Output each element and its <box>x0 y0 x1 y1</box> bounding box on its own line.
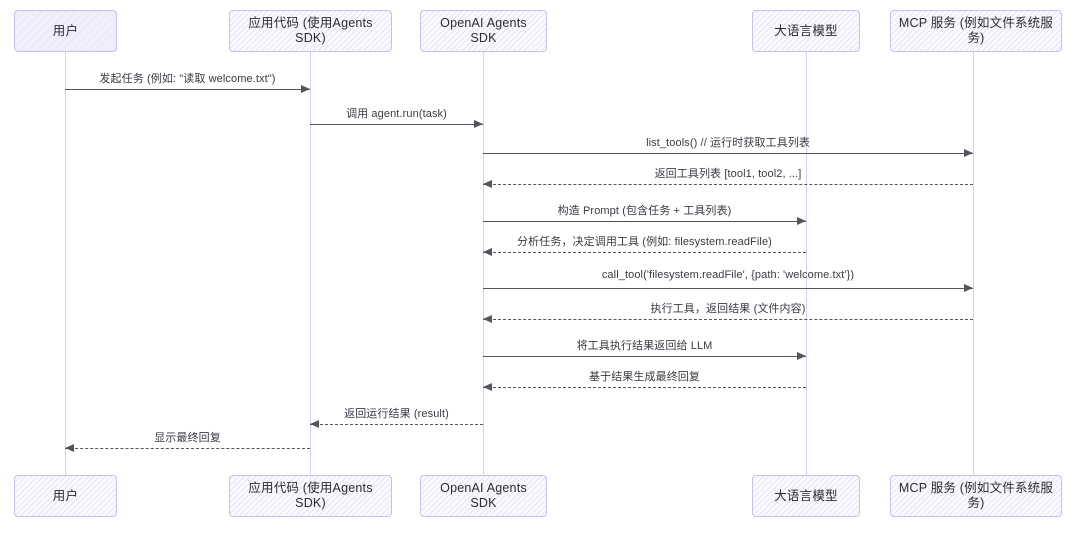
footer-actor-label-user: 用户 <box>52 488 79 503</box>
message-label-m12: 显示最终回复 <box>154 432 221 444</box>
message-label-m10: 基于结果生成最终回复 <box>589 371 700 383</box>
message-label-m8: 执行工具，返回结果 (文件内容) <box>650 303 806 315</box>
message-line-m6 <box>483 252 806 253</box>
footer-actor-label-app: 应用代码 (使用Agents SDK) <box>248 481 373 510</box>
arrowhead-m1 <box>301 85 310 93</box>
message-line-m9 <box>483 356 806 357</box>
footer-actor-label-sdk: OpenAI Agents SDK <box>440 481 527 510</box>
footer-actor-label-llm: 大语言模型 <box>774 488 838 503</box>
message-label-m6: 分析任务，决定调用工具 (例如: filesystem.readFile) <box>517 236 772 248</box>
arrowhead-m11 <box>310 420 319 428</box>
lifeline-sdk <box>483 52 484 475</box>
footer-actor-label-mcp: MCP 服务 (例如文件系统服务) <box>898 481 1054 510</box>
message-line-m3 <box>483 153 973 154</box>
header-actor-box-app[interactable]: 应用代码 (使用Agents SDK) <box>229 10 392 52</box>
arrowhead-m9 <box>797 352 806 360</box>
message-line-m7 <box>483 288 973 289</box>
message-line-m8 <box>483 319 973 320</box>
footer-actor-box-user[interactable]: 用户 <box>14 475 117 517</box>
message-label-m2: 调用 agent.run(task) <box>346 108 447 120</box>
header-actor-box-sdk[interactable]: OpenAI Agents SDK <box>420 10 547 52</box>
message-line-m4 <box>483 184 973 185</box>
header-actor-label-user: 用户 <box>52 23 79 38</box>
arrowhead-m8 <box>483 315 492 323</box>
header-actor-box-mcp[interactable]: MCP 服务 (例如文件系统服务) <box>890 10 1062 52</box>
message-label-m1: 发起任务 (例如: "读取 welcome.txt") <box>99 73 276 85</box>
header-actor-label-sdk: OpenAI Agents SDK <box>440 16 527 45</box>
footer-actor-box-llm[interactable]: 大语言模型 <box>752 475 860 517</box>
message-label-m11: 返回运行结果 (result) <box>344 408 449 420</box>
message-line-m5 <box>483 221 806 222</box>
lifeline-user <box>65 52 66 475</box>
arrowhead-m2 <box>474 120 483 128</box>
arrowhead-m3 <box>964 149 973 157</box>
message-label-m4: 返回工具列表 [tool1, tool2, ...] <box>654 168 802 180</box>
footer-actor-box-sdk[interactable]: OpenAI Agents SDK <box>420 475 547 517</box>
arrowhead-m6 <box>483 248 492 256</box>
message-label-m9: 将工具执行结果返回给 LLM <box>576 340 713 352</box>
message-line-m2 <box>310 124 483 125</box>
header-actor-box-user[interactable]: 用户 <box>14 10 117 52</box>
message-label-m3: list_tools() // 运行时获取工具列表 <box>646 137 810 149</box>
arrowhead-m12 <box>65 444 74 452</box>
header-actor-label-mcp: MCP 服务 (例如文件系统服务) <box>898 16 1054 45</box>
arrowhead-m5 <box>797 217 806 225</box>
header-actor-box-llm[interactable]: 大语言模型 <box>752 10 860 52</box>
lifeline-llm <box>806 52 807 475</box>
footer-actor-box-app[interactable]: 应用代码 (使用Agents SDK) <box>229 475 392 517</box>
arrowhead-m4 <box>483 180 492 188</box>
message-line-m11 <box>310 424 483 425</box>
header-actor-label-llm: 大语言模型 <box>774 23 838 38</box>
lifeline-app <box>310 52 311 475</box>
message-line-m1 <box>65 89 310 90</box>
message-line-m10 <box>483 387 806 388</box>
lifeline-mcp <box>973 52 974 475</box>
header-actor-label-app: 应用代码 (使用Agents SDK) <box>248 16 373 45</box>
footer-actor-box-mcp[interactable]: MCP 服务 (例如文件系统服务) <box>890 475 1062 517</box>
arrowhead-m7 <box>964 284 973 292</box>
message-label-m5: 构造 Prompt (包含任务 + 工具列表) <box>557 205 732 217</box>
message-label-m7: call_tool('filesystem.readFile', {path: … <box>601 269 855 281</box>
arrowhead-m10 <box>483 383 492 391</box>
message-line-m12 <box>65 448 310 449</box>
